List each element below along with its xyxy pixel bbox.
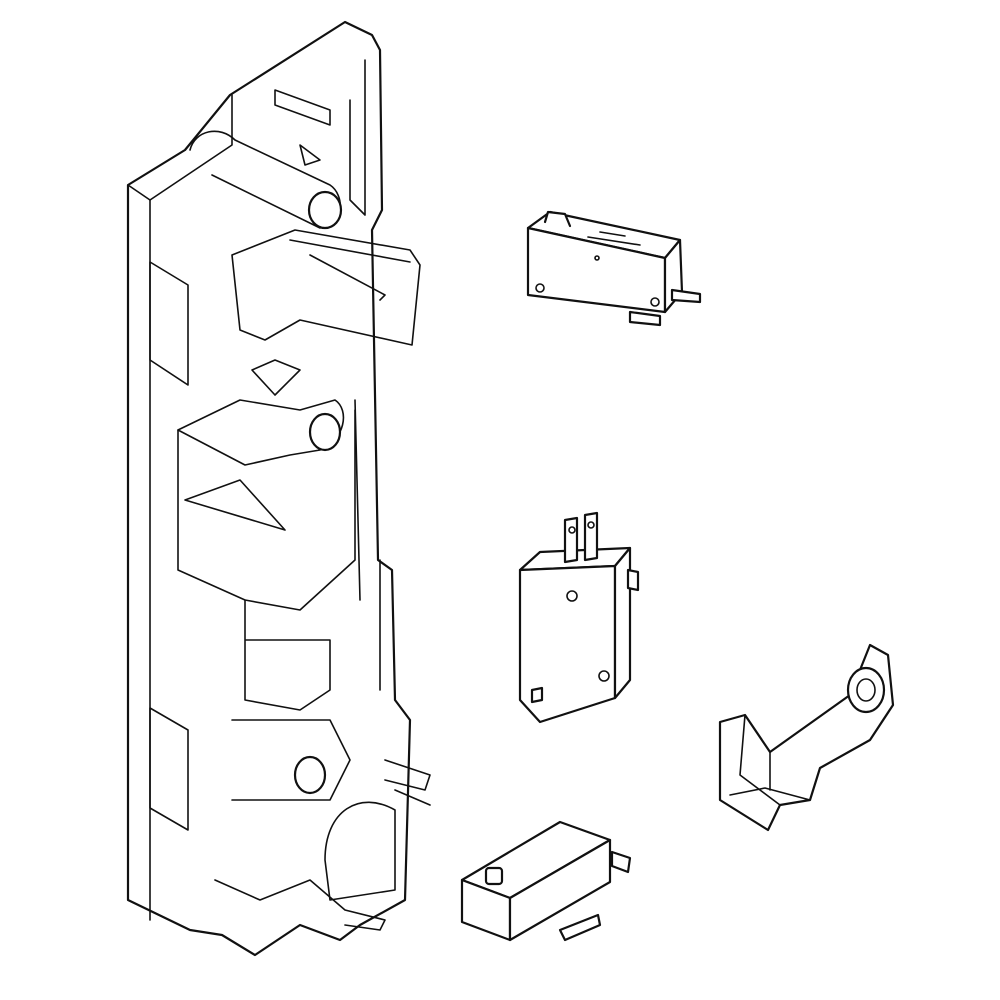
micro-switch-middle [518, 511, 640, 724]
micro-switch-top [526, 210, 702, 327]
micro-switch-bottom [460, 820, 632, 942]
door-latch-bracket [126, 20, 431, 957]
latch-lever [718, 643, 895, 832]
